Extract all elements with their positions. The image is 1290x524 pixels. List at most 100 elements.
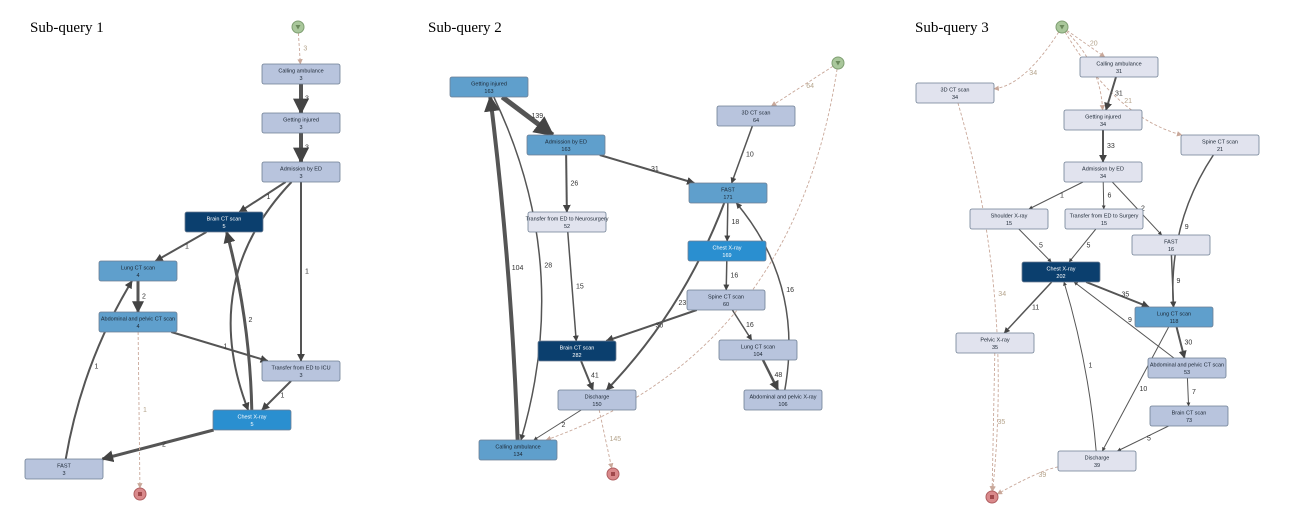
p3-node-chest-count: 202	[1056, 274, 1065, 280]
edge-label-p1-abd-to-e: 1	[143, 407, 147, 414]
edge-label-p2-chest-to-spine: 16	[731, 273, 739, 280]
edge-label-p3-s-to-ct3d: 34	[1029, 70, 1037, 77]
edge-label-p2-s-to-ct3d: 64	[806, 83, 814, 90]
edge-p1-brain-to-lung	[154, 231, 207, 262]
p3-node-abd-label: Abdominal and pelvic CT scan	[1150, 363, 1224, 369]
p3-node-ct3d-label: 3D CT scan	[941, 88, 970, 94]
p2-node-transfer-count: 52	[564, 224, 570, 230]
edge-label-p1-admission-to-transfer: 1	[305, 269, 309, 276]
edge-label-p2-transfer-to-brain: 15	[576, 284, 584, 291]
edge-p2-abdx-to-fast	[735, 202, 790, 391]
edge-label-p3-pelvic-to-e: 35	[997, 419, 1005, 426]
edge-p3-chest-to-lung	[1085, 281, 1150, 309]
edge-p1-fast-to-lung	[64, 280, 133, 460]
edge-label-p3-fast-to-lung: 9	[1177, 278, 1181, 285]
p3-node-admission-count: 34	[1100, 174, 1106, 180]
p3-node-chest-label: Chest X-ray	[1046, 267, 1075, 273]
p1-node-chest-label: Chest X-ray	[237, 415, 266, 421]
edge-p3-transfer-to-chest	[1068, 228, 1097, 263]
edge-p3-s-to-ct3d	[993, 31, 1060, 91]
p1-node-transfer-label: Transfer from ED to ICU	[271, 366, 330, 372]
p3-node-transfer-label: Transfer from ED to Surgery	[1070, 214, 1139, 220]
edge-label-p3-s-to-spine: 21	[1124, 98, 1132, 105]
edge-label-p3-lung-to-discharge: 10	[1140, 386, 1148, 393]
edge-p2-admission-to-fast	[599, 154, 696, 185]
p2-node-brain-count: 282	[572, 353, 581, 359]
edge-label-p3-lung-to-abd: 30	[1185, 340, 1193, 347]
edge-p3-spine-to-lung	[1170, 154, 1214, 308]
edge-p3-admission-to-shoulder	[1028, 181, 1084, 210]
edge-label-p3-brain-to-discharge: 5	[1147, 436, 1151, 443]
p2-node-calling-label: Calling ambulance	[495, 445, 540, 451]
p2-node-admission-label: Admission by ED	[545, 140, 587, 146]
edge-p3-shoulder-to-chest	[1018, 228, 1052, 263]
p1-start-node	[291, 20, 305, 34]
edge-label-p2-admission-to-fast: 31	[651, 166, 659, 173]
p2-node-abdx-label: Abdominal and pelvic X-ray	[750, 395, 817, 401]
edge-label-p3-admission-to-transfer: 6	[1108, 193, 1112, 200]
p3-node-admission-label: Admission by ED	[1082, 167, 1124, 173]
p3-node-shoulder-count: 15	[1006, 221, 1012, 227]
p3-node-shoulder-label: Shoulder X-ray	[991, 214, 1028, 220]
edge-p2-chest-to-spine	[723, 260, 730, 291]
edge-p2-spine-to-lung	[731, 309, 753, 341]
edge-label-p2-ct3d-to-fast: 10	[746, 152, 754, 159]
p3-node-calling-label: Calling ambulance	[1096, 62, 1141, 68]
edge-label-p2-fast-to-chest: 18	[732, 219, 740, 226]
p2-node-spine-label: Spine CT scan	[708, 295, 744, 301]
edge-label-p1-calling-to-injured: 3	[305, 96, 309, 103]
panel-title-2: Sub-query 2	[428, 20, 502, 36]
edge-p3-abd-to-chest	[1073, 281, 1175, 359]
p3-node-injured-label: Getting injured	[1085, 115, 1121, 121]
edge-label-p3-discharge-to-chest: 1	[1088, 363, 1092, 370]
edge-p3-pelvic-to-e	[989, 352, 996, 492]
p2-node-ct3d-label: 3D CT scan	[742, 111, 771, 117]
edge-label-p3-calling-to-injured: 31	[1115, 91, 1123, 98]
edge-label-p2-lung-to-abdx: 48	[775, 372, 783, 379]
edge-label-p2-discharge-to-e: 145	[609, 436, 621, 443]
p2-node-chest-count: 169	[722, 253, 731, 259]
p3-node-spine-label: Spine CT scan	[1202, 140, 1238, 146]
edge-label-p1-chest-to-fast: 2	[162, 442, 166, 449]
edge-p3-ct3d-to-e	[957, 102, 999, 492]
p3-node-calling-count: 31	[1116, 69, 1122, 75]
edge-p2-spine-to-brain	[605, 309, 698, 343]
edge-p2-injured-to-calling	[493, 96, 543, 441]
p2-node-discharge-count: 150	[592, 402, 601, 408]
p1-node-fast-count: 3	[62, 471, 65, 477]
p3-node-brain-count: 73	[1186, 418, 1192, 424]
p2-node-fast-label: FAST	[721, 188, 735, 194]
edge-p2-ct3d-to-fast	[730, 125, 754, 184]
edge-label-p1-lung-to-abd: 2	[142, 294, 146, 301]
p2-node-ct3d-count: 64	[753, 118, 759, 124]
edge-p3-lung-to-abd	[1175, 326, 1187, 359]
p1-node-injured-label: Getting injured	[283, 118, 319, 124]
p1-node-abd-label: Abdominal and pelvic CT scan	[101, 317, 175, 323]
edge-label-p3-admission-to-fast: 2	[1141, 206, 1145, 213]
p3-node-fast-label: FAST	[1164, 240, 1178, 246]
panel-title-1: Sub-query 1	[30, 20, 104, 36]
edge-label-p2-injured-to-admission: 139	[532, 113, 544, 120]
p3-end-node	[985, 490, 999, 504]
p1-node-transfer-count: 3	[299, 373, 302, 379]
p2-node-discharge-label: Discharge	[585, 395, 610, 401]
edge-label-p1-transfer-to-chest: 1	[281, 393, 285, 400]
edge-p1-admission-to-brain	[238, 181, 287, 213]
edge-label-p1-abd-to-transfer: 1	[224, 344, 228, 351]
